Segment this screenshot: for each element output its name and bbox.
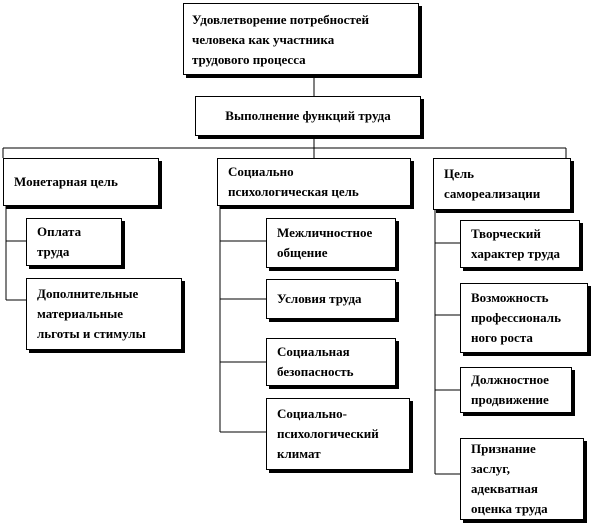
item-label: Социально- психологический климат bbox=[277, 406, 379, 461]
item-box: Признание заслуг, адекватная оценка труд… bbox=[460, 438, 584, 520]
top-goal-label: Удовлетворение потребностей человека как… bbox=[192, 12, 370, 67]
item-label: Должностное продвижение bbox=[471, 372, 549, 407]
column-title: Цель самореализации bbox=[444, 166, 541, 201]
item-box: Оплата труда bbox=[26, 218, 122, 266]
monetary-goal-box: Монетарная цель bbox=[3, 158, 159, 206]
labor-functions-label: Выполнение функций труда bbox=[225, 108, 391, 123]
item-box: Должностное продвижение bbox=[460, 367, 572, 413]
item-label: Признание заслуг, адекватная оценка труд… bbox=[471, 441, 548, 516]
item-label: Возможность профессиональ ного роста bbox=[471, 290, 561, 345]
item-label: Условия труда bbox=[277, 291, 362, 306]
item-box: Дополнительные материальные льготы и сти… bbox=[26, 278, 182, 350]
self-realization-goal-box: Цель самореализации bbox=[433, 158, 571, 210]
item-label: Оплата труда bbox=[37, 224, 82, 259]
item-label: Межличностное общение bbox=[277, 225, 373, 260]
column-title: Монетарная цель bbox=[14, 174, 118, 189]
item-label: Социальная безопасность bbox=[277, 344, 354, 379]
labor-functions-box: Выполнение функций труда bbox=[195, 96, 421, 136]
item-label: Творческий характер труда bbox=[471, 226, 561, 261]
item-box: Социальная безопасность bbox=[266, 338, 396, 386]
item-box: Возможность профессиональ ного роста bbox=[460, 283, 588, 353]
item-box: Межличностное общение bbox=[266, 218, 396, 268]
item-box: Социально- психологический климат bbox=[266, 398, 410, 470]
column-title: Социально психологическая цель bbox=[228, 164, 359, 199]
top-goal-box: Удовлетворение потребностей человека как… bbox=[183, 3, 419, 75]
item-label: Дополнительные материальные льготы и сти… bbox=[37, 286, 146, 341]
item-box: Условия труда bbox=[266, 279, 396, 319]
item-box: Творческий характер труда bbox=[460, 220, 580, 268]
social-psych-goal-box: Социально психологическая цель bbox=[217, 158, 411, 206]
